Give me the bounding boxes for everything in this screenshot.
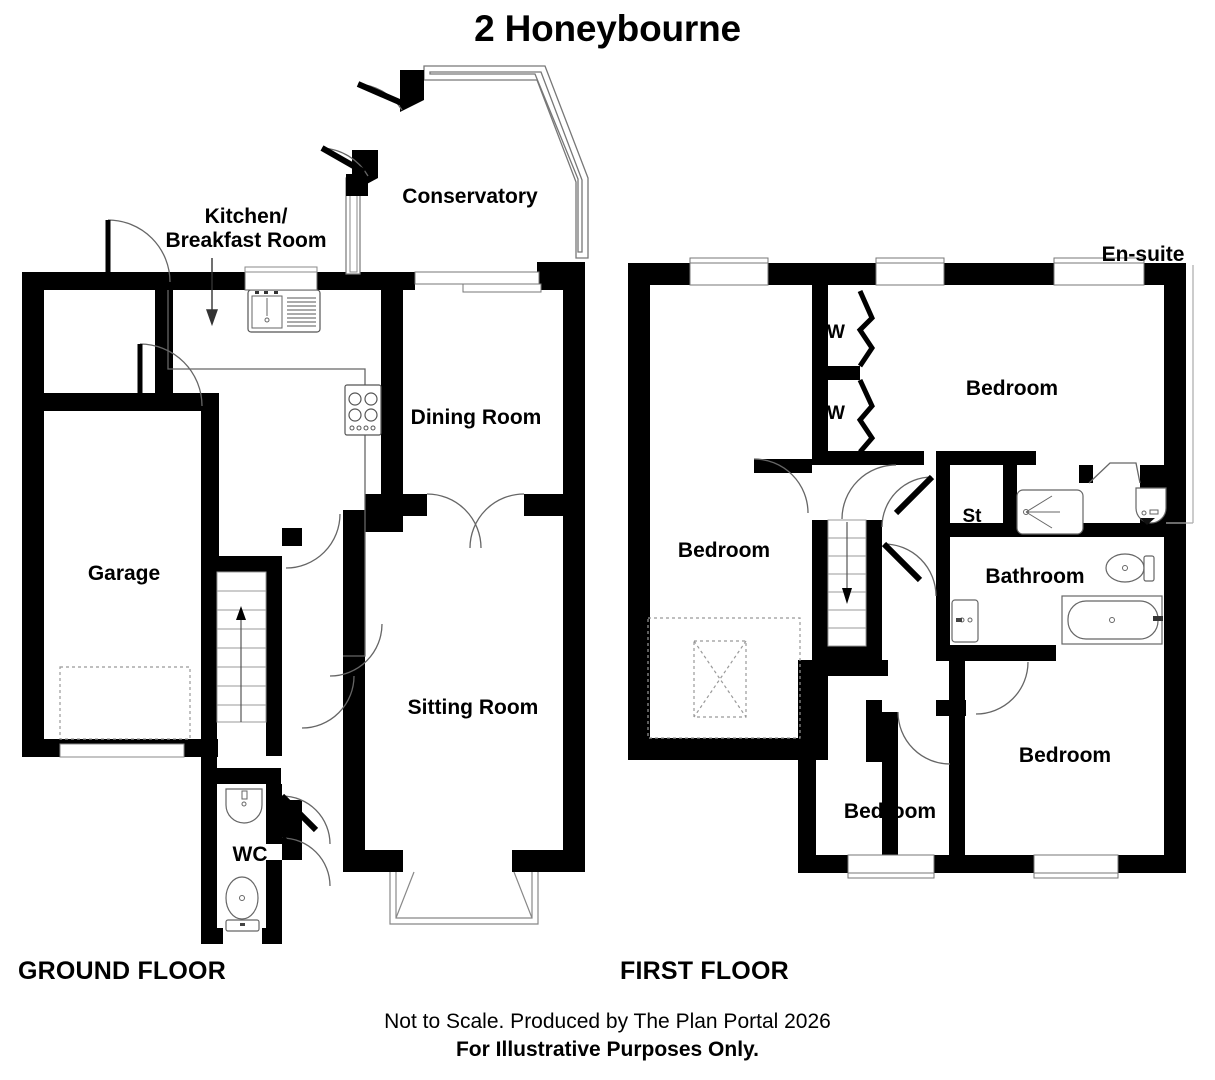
room-label-bedroom-bottom-mid: Bedroom bbox=[844, 800, 936, 823]
ground-floor-doors bbox=[105, 219, 525, 887]
kitchen-flow-arrow bbox=[206, 258, 218, 327]
kitchen-window bbox=[244, 266, 318, 291]
conservatory-structure bbox=[320, 65, 589, 293]
page-title: 2 Honeybourne bbox=[474, 8, 741, 49]
room-label-kitchen-line2: Breakfast Room bbox=[165, 229, 326, 252]
stairs-down bbox=[827, 519, 867, 647]
room-label-garage: Garage bbox=[88, 562, 160, 585]
garage-dashed-outline bbox=[59, 666, 191, 740]
room-label-bedroom-bottom-right: Bedroom bbox=[1019, 744, 1111, 767]
shower-tray bbox=[1016, 489, 1084, 535]
room-label-wardrobe-2: W bbox=[827, 403, 845, 424]
first-floor-doors bbox=[753, 458, 1029, 765]
ensuite-edge-line bbox=[1166, 265, 1194, 524]
wc-basin bbox=[225, 788, 263, 824]
room-label-wc: WC bbox=[233, 843, 268, 866]
first-floor-windows bbox=[689, 257, 1145, 879]
footer-illustrative-note: For Illustrative Purposes Only. bbox=[455, 1038, 760, 1061]
ensuite-angle-line bbox=[1088, 462, 1141, 484]
first-floor-label: FIRST FLOOR bbox=[620, 957, 789, 985]
bathroom-toilet bbox=[1105, 553, 1155, 583]
room-label-bathroom: Bathroom bbox=[985, 565, 1084, 588]
footer-scale-note: Not to Scale. Produced by The Plan Porta… bbox=[384, 1010, 831, 1033]
garage-door bbox=[59, 743, 185, 758]
room-label-kitchen-line1: Kitchen/ bbox=[205, 205, 288, 228]
bath bbox=[1061, 595, 1163, 645]
sink-with-drainer bbox=[247, 289, 321, 333]
room-label-sitting-room: Sitting Room bbox=[408, 696, 539, 719]
room-label-conservatory: Conservatory bbox=[402, 185, 538, 208]
room-label-bedroom-left: Bedroom bbox=[678, 539, 770, 562]
first-floor-walls bbox=[628, 263, 1186, 873]
room-label-dining-room: Dining Room bbox=[411, 406, 542, 429]
loft-hatch bbox=[647, 617, 801, 739]
room-label-storage: St bbox=[963, 506, 983, 527]
bay-window bbox=[389, 871, 539, 925]
ensuite-basin bbox=[1135, 487, 1167, 525]
room-label-ensuite: En-suite bbox=[1102, 243, 1185, 266]
room-label-bedroom-master: Bedroom bbox=[966, 377, 1058, 400]
hob-cooker bbox=[344, 384, 382, 436]
ground-floor-label: GROUND FLOOR bbox=[18, 957, 226, 985]
bathroom-basin bbox=[951, 599, 979, 643]
wc-toilet bbox=[225, 876, 260, 932]
room-label-wardrobe-1: W bbox=[827, 322, 845, 343]
kitchen-units bbox=[167, 290, 366, 657]
stairs-up bbox=[216, 571, 267, 723]
wardrobe-doors bbox=[856, 289, 876, 454]
